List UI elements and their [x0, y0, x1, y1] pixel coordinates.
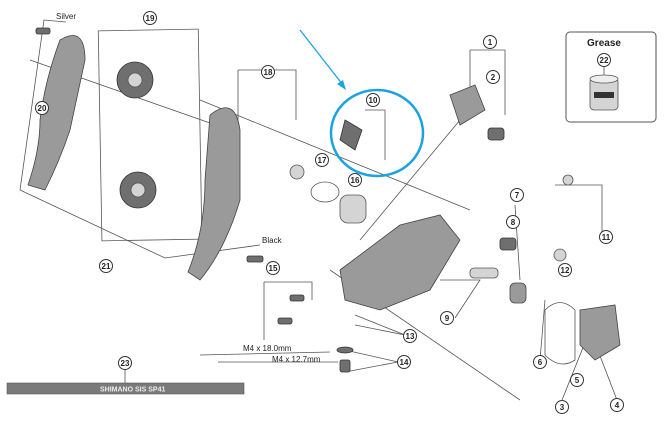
- callout-number: 6: [538, 358, 543, 367]
- callout-21: 21: [99, 259, 113, 273]
- grease-box: Grease: [565, 31, 657, 123]
- callout-6: 6: [533, 355, 547, 369]
- callout-number: 21: [102, 262, 111, 271]
- label-bolt-long: M4 x 18.0mm: [243, 344, 292, 353]
- grease-label: Grease: [587, 38, 621, 49]
- b-link: [449, 84, 486, 126]
- callout-number: 23: [121, 359, 130, 368]
- callout-number: 16: [351, 176, 360, 185]
- inner-cable: SHIMANO SIS SP41: [6, 369, 245, 395]
- callout-number: 3: [560, 403, 565, 412]
- callout-3: 3: [555, 400, 569, 414]
- callout-19: 19: [143, 11, 157, 25]
- callout-number: 12: [561, 266, 570, 275]
- callout-number: 14: [400, 358, 409, 367]
- callout-18: 18: [261, 65, 275, 79]
- callout-8: 8: [506, 215, 520, 229]
- callout-5: 5: [570, 373, 584, 387]
- label-silver: Silver: [56, 12, 76, 21]
- callout-11: 11: [599, 230, 613, 244]
- callout-number: 4: [615, 401, 620, 410]
- callout-number: 17: [318, 156, 327, 165]
- callout-17: 17: [315, 153, 329, 167]
- callout-number: 7: [515, 191, 520, 200]
- callout-20: 20: [35, 101, 49, 115]
- highlight-arrow: [299, 29, 344, 86]
- callout-number: 9: [445, 314, 450, 323]
- leader-lines: [19, 19, 618, 401]
- callout-2: 2: [486, 70, 500, 84]
- callout-number: 2: [491, 73, 496, 82]
- callout-number: 10: [369, 96, 378, 105]
- part-10: [339, 119, 363, 151]
- cable-print: SHIMANO SIS SP41: [100, 387, 165, 394]
- callout-23: 23: [118, 356, 132, 370]
- callout-16: 16: [348, 173, 362, 187]
- parts: [27, 27, 621, 373]
- callout-number: 20: [38, 104, 47, 113]
- callout-22: 22: [597, 53, 611, 67]
- callout-number: 22: [600, 56, 609, 65]
- callout-9: 9: [440, 311, 454, 325]
- outer-cage-plate: [27, 35, 86, 191]
- cage-spring: [339, 194, 367, 224]
- callout-12: 12: [558, 263, 572, 277]
- inner-cage-plate: [187, 107, 241, 281]
- callout-4: 4: [610, 398, 624, 412]
- callout-number: 19: [146, 14, 155, 23]
- highlight-circle: [329, 88, 425, 178]
- callout-15: 15: [266, 261, 280, 275]
- callout-1: 1: [483, 35, 497, 49]
- callout-number: 5: [575, 376, 580, 385]
- label-bolt-short: M4 x 12.7mm: [272, 355, 321, 364]
- callout-13: 13: [403, 329, 417, 343]
- callout-number: 8: [511, 218, 516, 227]
- main-body: [339, 214, 461, 311]
- highlight-annotation: [299, 29, 425, 178]
- label-black: Black: [262, 236, 283, 245]
- callout-number: 13: [406, 332, 415, 341]
- callout-number: 15: [269, 264, 278, 273]
- callout-7: 7: [510, 188, 524, 202]
- callout-number: 11: [602, 233, 611, 242]
- callout-number: 18: [264, 68, 273, 77]
- callout-14: 14: [397, 355, 411, 369]
- callout-10: 10: [366, 93, 380, 107]
- callout-number: 1: [488, 38, 493, 47]
- cover: [579, 304, 621, 361]
